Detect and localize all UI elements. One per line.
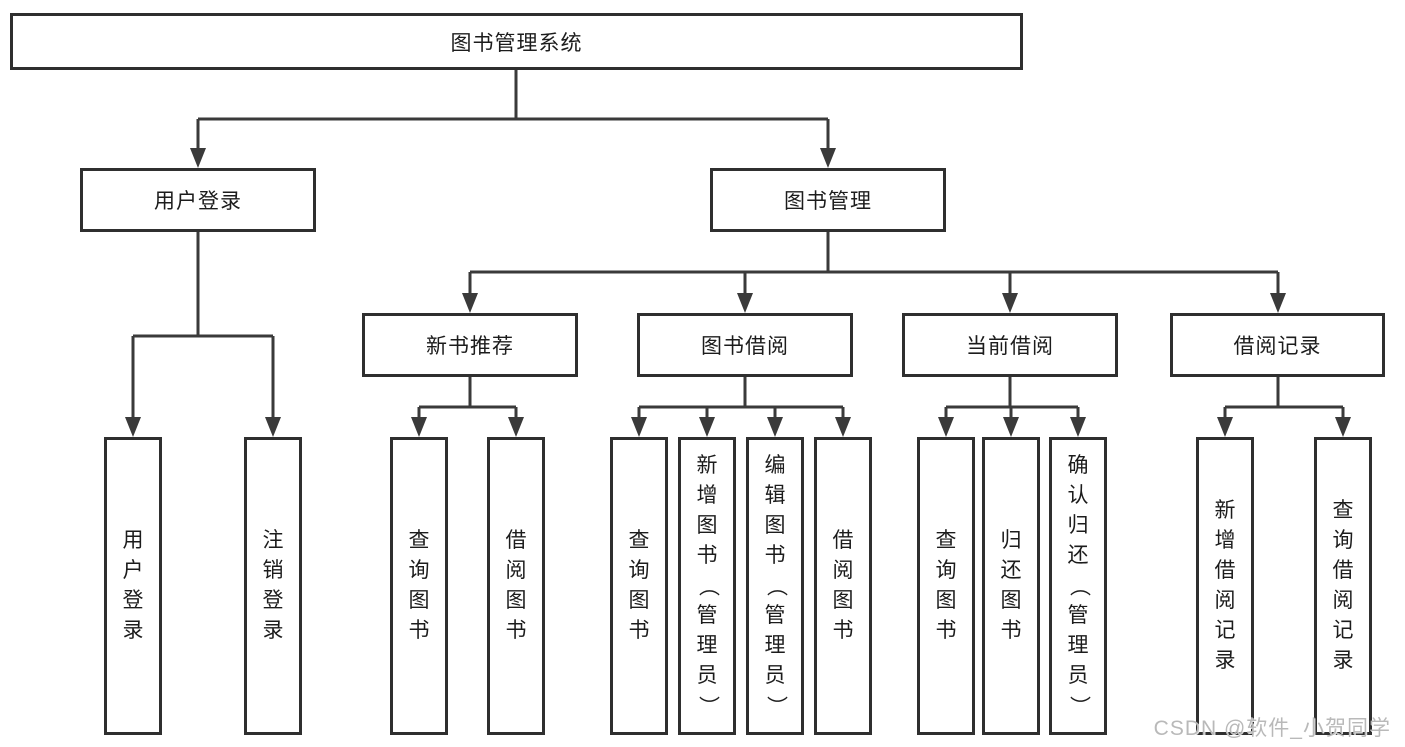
connector-borrow-records-branch bbox=[1223, 377, 1345, 419]
arrowhead bbox=[631, 417, 647, 437]
leaf-query-borrow-record: 查询借阅记录 bbox=[1314, 437, 1372, 735]
arrowhead bbox=[767, 417, 783, 437]
arrowhead bbox=[508, 417, 524, 437]
leaf-return-books: 归还图书 bbox=[982, 437, 1040, 735]
leaf-logout: 注销登录 bbox=[244, 437, 302, 735]
leaf-query-books-borrow: 查询图书 bbox=[610, 437, 668, 735]
connector-new-books-branch bbox=[417, 377, 518, 419]
leaf-user-login: 用户登录 bbox=[104, 437, 162, 735]
arrowhead bbox=[835, 417, 851, 437]
connector-book-mgmt-to-level3 bbox=[468, 232, 1280, 295]
arrowhead bbox=[125, 417, 141, 437]
arrowhead bbox=[1070, 417, 1086, 437]
arrowhead bbox=[1217, 417, 1233, 437]
node-library-management-system: 图书管理系统 bbox=[10, 13, 1023, 70]
leaf-borrow-books-recommend: 借阅图书 bbox=[487, 437, 545, 735]
leaf-add-borrow-record: 新增借阅记录 bbox=[1196, 437, 1254, 735]
arrowhead bbox=[1003, 417, 1019, 437]
arrowhead bbox=[1002, 293, 1018, 313]
node-user-login: 用户登录 bbox=[80, 168, 316, 232]
leaf-confirm-return-admin: 确认归还（管理员） bbox=[1049, 437, 1107, 735]
node-borrow-records: 借阅记录 bbox=[1170, 313, 1385, 377]
arrowhead bbox=[1335, 417, 1351, 437]
node-book-borrow: 图书借阅 bbox=[637, 313, 853, 377]
arrowhead bbox=[411, 417, 427, 437]
connector-current-borrow-branch bbox=[944, 377, 1080, 419]
arrowhead bbox=[1270, 293, 1286, 313]
leaf-add-books-admin: 新增图书（管理员） bbox=[678, 437, 736, 735]
arrowhead bbox=[190, 148, 206, 168]
node-new-book-recommend: 新书推荐 bbox=[362, 313, 578, 377]
arrowhead bbox=[462, 293, 478, 313]
arrowhead bbox=[265, 417, 281, 437]
csdn-watermark: CSDN @软件_小贺同学 bbox=[1153, 717, 1391, 740]
leaf-borrow-books: 借阅图书 bbox=[814, 437, 872, 735]
leaf-edit-books-admin: 编辑图书（管理员） bbox=[746, 437, 804, 735]
node-book-management: 图书管理 bbox=[710, 168, 946, 232]
connector-user-login-branch bbox=[131, 232, 275, 419]
arrowhead bbox=[699, 417, 715, 437]
leaf-query-books-recommend: 查询图书 bbox=[390, 437, 448, 735]
arrowhead bbox=[737, 293, 753, 313]
arrowhead bbox=[938, 417, 954, 437]
connector-book-borrow-branch bbox=[637, 377, 845, 419]
leaf-query-books-current: 查询图书 bbox=[917, 437, 975, 735]
arrowhead bbox=[820, 148, 836, 168]
node-current-borrow: 当前借阅 bbox=[902, 313, 1118, 377]
connector-root-to-level2 bbox=[196, 69, 830, 150]
